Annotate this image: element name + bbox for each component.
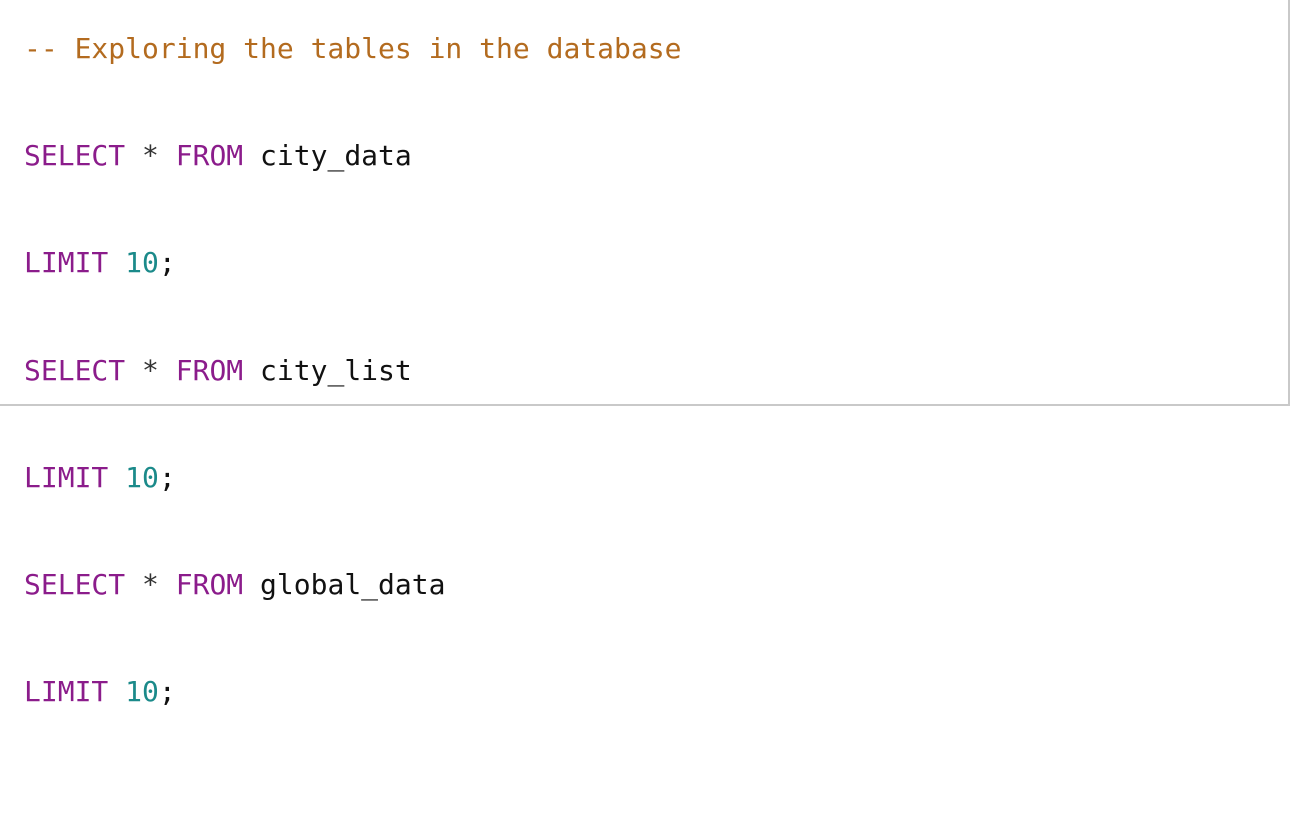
sql-keyword-limit: LIMIT — [24, 246, 109, 280]
code-line-limit-2: LIMIT 10; — [24, 451, 681, 505]
sql-limit-number: 10 — [125, 246, 159, 280]
sql-table-name: global_data — [260, 567, 446, 601]
sql-semicolon: ; — [158, 460, 176, 494]
sql-keyword-from: FROM — [175, 567, 244, 601]
sql-table-name: city_list — [260, 353, 412, 387]
code-line-limit-3: LIMIT 10; — [24, 665, 681, 719]
sql-limit-number: 10 — [125, 675, 159, 709]
sql-semicolon: ; — [158, 246, 176, 280]
code-line-select-city-list: SELECT * FROM city_list — [24, 344, 681, 398]
code-line-select-global-data: SELECT * FROM global_data — [24, 558, 681, 612]
sql-keyword-limit: LIMIT — [24, 460, 109, 494]
sql-comment: -- Exploring the tables in the database — [24, 32, 682, 65]
sql-keyword-select: SELECT — [24, 353, 126, 387]
sql-limit-number: 10 — [125, 460, 159, 494]
sql-code-block: -- Exploring the tables in the database … — [24, 22, 681, 824]
sql-keyword-limit: LIMIT — [24, 675, 109, 709]
code-line-comment: -- Exploring the tables in the database — [24, 22, 681, 76]
sql-star-operator: * — [142, 567, 159, 601]
sql-table-name: city_data — [260, 139, 412, 173]
sql-keyword-select: SELECT — [24, 567, 126, 601]
sql-star-operator: * — [142, 353, 159, 387]
sql-keyword-select: SELECT — [24, 139, 126, 173]
sql-keyword-from: FROM — [175, 139, 244, 173]
sql-semicolon: ; — [158, 675, 176, 709]
code-line-limit-1: LIMIT 10; — [24, 236, 681, 290]
sql-star-operator: * — [142, 139, 159, 173]
code-line-select-city-data: SELECT * FROM city_data — [24, 129, 681, 183]
sql-code-viewer: -- Exploring the tables in the database … — [0, 0, 1290, 708]
sql-keyword-from: FROM — [175, 353, 244, 387]
